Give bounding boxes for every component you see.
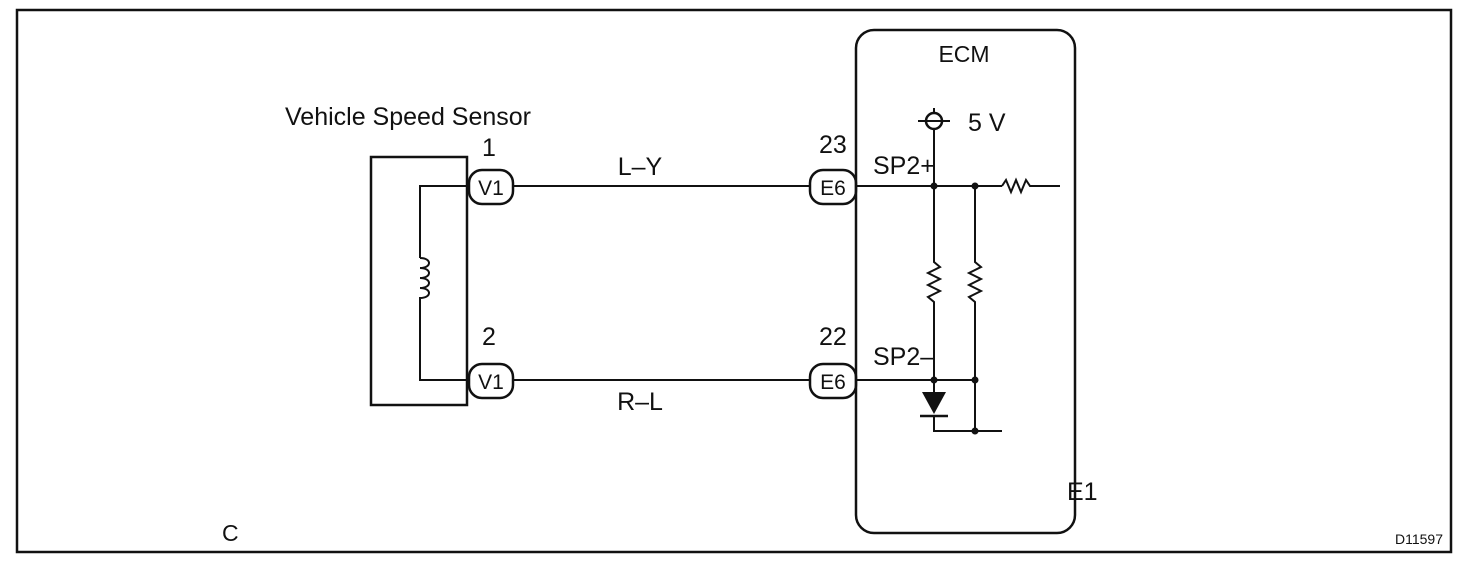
wire-label-l-y: L–Y xyxy=(618,153,663,181)
sensor-body xyxy=(369,155,469,407)
sensor-title: Vehicle Speed Sensor xyxy=(285,103,531,131)
junction-dot xyxy=(930,376,938,384)
junction-dot xyxy=(971,182,979,190)
junction-dot xyxy=(971,427,979,435)
corner-letter: C xyxy=(222,520,239,546)
vehicle-speed-sensor: Vehicle Speed Sensor 1 2 V1 V1 xyxy=(285,103,531,407)
sensor-internal-wire xyxy=(419,185,468,381)
harness: L–Y R–L xyxy=(513,153,810,416)
ground-terminal-label: E1 xyxy=(1067,478,1098,506)
resistor-a-icon xyxy=(925,186,943,380)
signal-label-sp2-minus: SP2– xyxy=(873,343,934,371)
sensor-pin-number-1: 1 xyxy=(482,134,496,162)
diagram-frame xyxy=(15,8,1453,554)
ecm-pin-number-23: 23 xyxy=(819,131,847,159)
ecm-title: ECM xyxy=(938,41,989,67)
diode-icon xyxy=(922,392,946,414)
junction-dot xyxy=(971,376,979,384)
junction-dot xyxy=(930,182,938,190)
ecm: ECM 5 V SP2+ SP2– E1 xyxy=(854,28,1098,535)
wire-label-r-l: R–L xyxy=(617,388,663,416)
supply-voltage: 5 V xyxy=(968,109,1006,137)
ecm-connectors: 23 E6 22 E6 xyxy=(808,131,858,400)
ecm-connector-label-23: E6 xyxy=(820,177,846,200)
series-resistor-icon xyxy=(1001,177,1060,195)
resistor-b-icon xyxy=(966,186,984,431)
signal-label-sp2-plus: SP2+ xyxy=(873,152,935,180)
sensor-pin-number-2: 2 xyxy=(482,323,496,351)
ecm-connector-label-22: E6 xyxy=(820,371,846,394)
coil-icon xyxy=(419,257,430,300)
ecm-pin-number-22: 22 xyxy=(819,323,847,351)
diagram-id: D11597 xyxy=(1395,531,1443,547)
sensor-connector-label-1: V1 xyxy=(478,177,504,200)
ground-line xyxy=(933,416,1002,432)
ecm-box xyxy=(854,28,1077,535)
sensor-connector-label-2: V1 xyxy=(478,371,504,394)
